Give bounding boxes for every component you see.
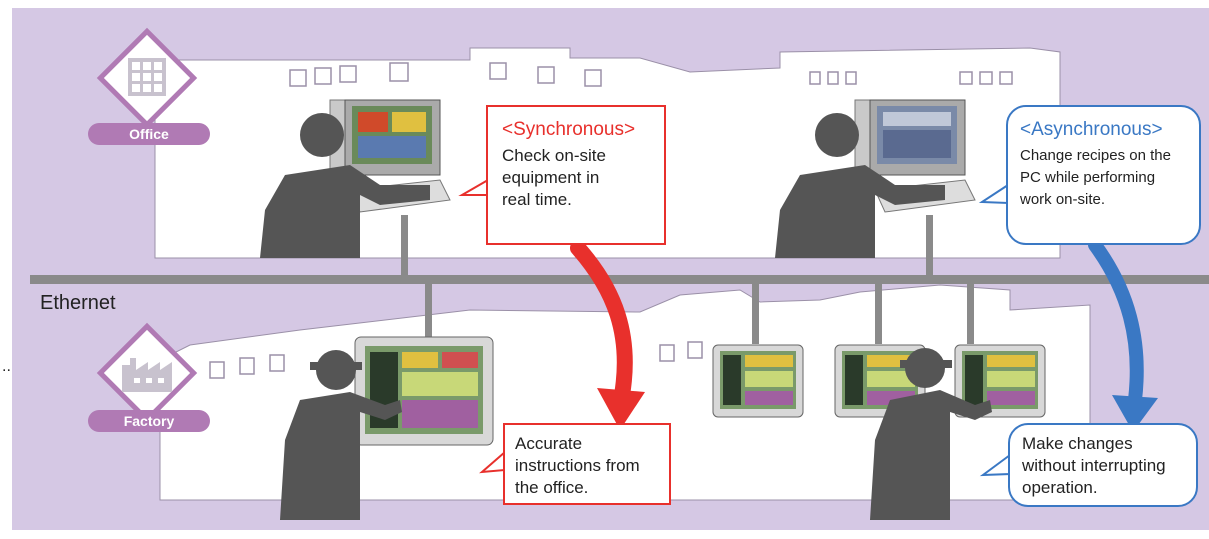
office-building-icon: [128, 58, 166, 96]
async-arrow: [1088, 238, 1158, 432]
sync-callout: <Synchronous> Check on-site equipment in…: [486, 105, 666, 245]
factory-person-right: [870, 348, 992, 520]
factory-async-callout-body: Make changes without interrupting operat…: [1022, 434, 1166, 497]
factory-sync-callout: Accurate instructions from the office.: [503, 423, 671, 505]
office-badge-label: Office: [129, 126, 169, 142]
factory-sync-callout-body: Accurate instructions from the office.: [515, 434, 640, 497]
ethernet-label: Ethernet: [40, 292, 116, 314]
ethernet-backbone: [30, 275, 1209, 284]
office-person-right: [775, 113, 945, 258]
stray-mark: ..: [2, 358, 11, 375]
async-callout-body: Change recipes on the PC while performin…: [1020, 147, 1171, 208]
factory-hmi-small-1: [712, 344, 804, 418]
factory-badge-label: Factory: [123, 413, 175, 429]
sync-arrow: [570, 240, 645, 430]
factory-windows: [209, 341, 703, 379]
office-windows: [289, 62, 1013, 87]
async-callout: <Asynchronous> Change recipes on the PC …: [1006, 105, 1201, 245]
factory-badge: [88, 322, 210, 432]
async-callout-heading: <Asynchronous>: [1020, 119, 1163, 140]
ethernet-drops: [401, 215, 974, 344]
factory-hmi-small-3: [954, 344, 1046, 418]
factory-icon: [122, 358, 172, 392]
factory-hmi-large: [354, 336, 494, 446]
sync-callout-body: Check on-site equipment in real time.: [502, 146, 606, 209]
sync-callout-heading: <Synchronous>: [502, 119, 636, 140]
factory-async-callout: Make changes without interrupting operat…: [1008, 423, 1198, 507]
factory-person-left: [280, 350, 402, 520]
office-person-left: [260, 113, 430, 258]
office-badge: [88, 27, 210, 145]
